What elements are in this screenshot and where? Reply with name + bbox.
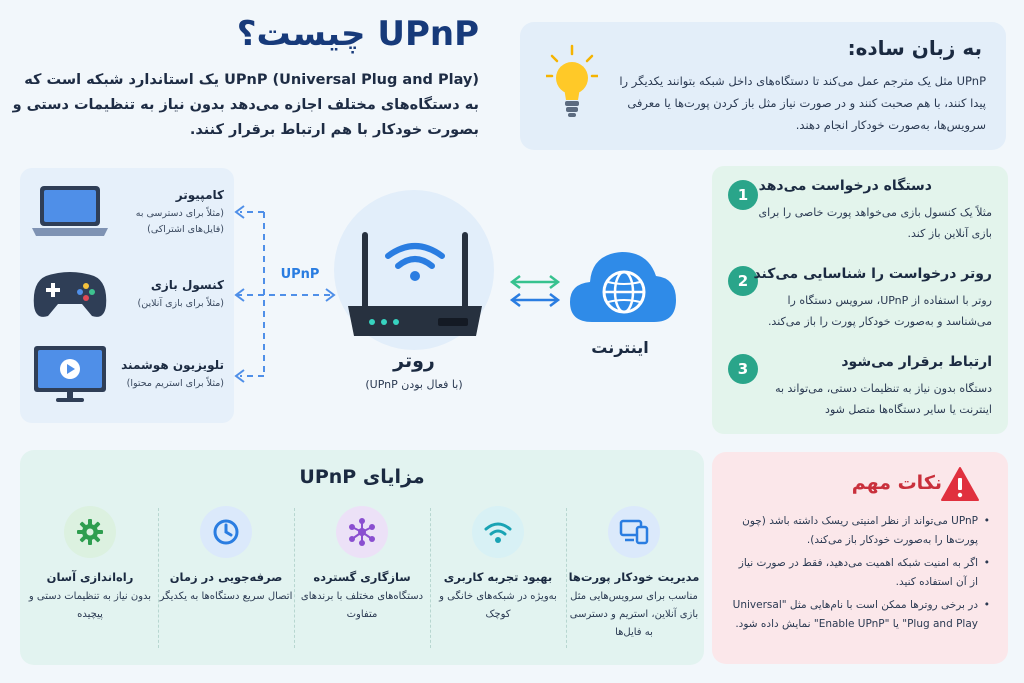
simple-explanation-card: به زبان ساده: UPnP مثل یک مترجم عمل می‌ک… (520, 22, 1006, 150)
gamepad-icon (33, 272, 107, 317)
router-label: روتر (393, 350, 435, 372)
note-item: UPnP می‌تواند از نظر امنیتی ریسک داشته ب… (728, 512, 990, 550)
device-console: کنسول بازی (مثلاً برای بازی آنلاین) (104, 278, 224, 312)
network-icon (336, 506, 388, 558)
step-number: 1 (728, 180, 758, 210)
step-number: 2 (728, 266, 758, 296)
internet-label: اینترنت (591, 338, 649, 357)
simple-title: به زبان ساده: (847, 36, 982, 60)
device-computer: کامپیوتر (مثلاً برای دسترسی به (فایل‌های… (104, 188, 224, 238)
lightbulb-icon (546, 44, 598, 117)
step-title: ارتباط برقرار می‌شود (841, 354, 992, 370)
notes-title: نکات مهم (851, 472, 942, 494)
benefit-item: مدیریت خودکار پورت‌ها مناسب برای سرویس‌ه… (566, 506, 702, 642)
upnp-connection-lines (234, 205, 336, 383)
benefits-title: مزایای UPnP (299, 466, 425, 488)
benefit-item: راه‌اندازی آسان بدون نیاز به تنظیمات دست… (22, 506, 158, 624)
device-tv-sub: (مثلاً برای استریم محتوا) (126, 378, 224, 389)
benefit-item: سازگاری گسترده دستگاه‌های مختلف با برنده… (294, 506, 430, 624)
benefit-title: صرفه‌جویی در زمان (169, 570, 283, 584)
steps-panel: 1 دستگاه درخواست می‌دهد مثلاً یک کنسول ب… (712, 166, 1008, 434)
device-console-name: کنسول بازی (150, 278, 224, 292)
benefit-item: صرفه‌جویی در زمان اتصال سریع دستگاه‌ها ب… (158, 506, 294, 606)
benefits-panel: مزایای UPnP مدیریت خودکار پورت‌ها مناسب … (20, 450, 704, 665)
benefit-body: به‌ویژه در شبکه‌های خانگی و کوچک (439, 591, 557, 620)
benefit-body: مناسب برای سرویس‌هایی مثل بازی آنلاین، ا… (569, 591, 699, 638)
step-body: روتر با استفاده از UPnP، سرویس دستگاه را… (767, 294, 992, 328)
benefit-body: بدون نیاز به تنظیمات دستی و پیچیده (28, 591, 152, 620)
warning-icon (941, 467, 979, 501)
devices-panel: کامپیوتر (مثلاً برای دسترسی به (فایل‌های… (20, 168, 234, 423)
laptop-icon (32, 186, 108, 236)
devices-icon (608, 506, 660, 558)
note-item: در برخی روترها ممکن است با نام‌هایی مثل … (728, 596, 990, 634)
benefit-body: اتصال سریع دستگاه‌ها به یکدیگر (159, 591, 293, 602)
intro-text: UPnP (Universal Plug and Play) یک استاند… (12, 72, 479, 138)
router-subtitle: (با فعال بودن UPnP) (365, 378, 463, 391)
step-body: مثلاً یک کنسول بازی می‌خواهد پورت خاصی ر… (758, 206, 992, 240)
note-item: اگر به امنیت شبکه اهمیت می‌دهید، فقط در … (728, 554, 990, 592)
step-title: روتر درخواست را شناسایی می‌کند (753, 266, 992, 282)
page-title: UPnP چیست؟ (236, 14, 479, 54)
device-console-sub: (مثلاً برای بازی آنلاین) (137, 298, 224, 309)
benefit-body: دستگاه‌های مختلف با برندهای متفاوت (300, 591, 424, 620)
benefit-item: بهبود تجربه کاربری به‌ویژه در شبکه‌های خ… (430, 506, 566, 624)
step-body: دستگاه بدون نیاز به تنظیمات دستی، می‌توا… (775, 382, 992, 416)
step-title: دستگاه درخواست می‌دهد (758, 178, 932, 194)
benefit-title: راه‌اندازی آسان (46, 570, 134, 584)
device-computer-name: کامپیوتر (175, 188, 224, 202)
benefit-title: مدیریت خودکار پورت‌ها (568, 570, 700, 584)
gear-icon (64, 506, 116, 558)
device-computer-sub: (مثلاً برای دسترسی به (فایل‌های اشتراکی) (135, 208, 224, 235)
wifi-icon (472, 506, 524, 558)
device-tv: تلویزیون هوشمند (مثلاً برای استریم محتوا… (104, 358, 224, 392)
notes-list: UPnP می‌تواند از نظر امنیتی ریسک داشته ب… (728, 512, 990, 638)
simple-body: UPnP مثل یک مترجم عمل می‌کند تا دستگاه‌ه… (619, 74, 986, 132)
device-tv-name: تلویزیون هوشمند (121, 358, 224, 372)
upnp-connector-label: UPnP (280, 267, 320, 282)
internet-cloud-icon (570, 252, 676, 322)
benefit-title: بهبود تجربه کاربری (443, 570, 553, 584)
clock-icon (200, 506, 252, 558)
bidirectional-arrows (509, 275, 561, 307)
benefit-title: سازگاری گسترده (313, 570, 411, 584)
router-icon (348, 232, 482, 336)
notes-panel: نکات مهم UPnP می‌تواند از نظر امنیتی ریس… (712, 452, 1008, 664)
tv-icon (34, 346, 106, 402)
step-number: 3 (728, 354, 758, 384)
